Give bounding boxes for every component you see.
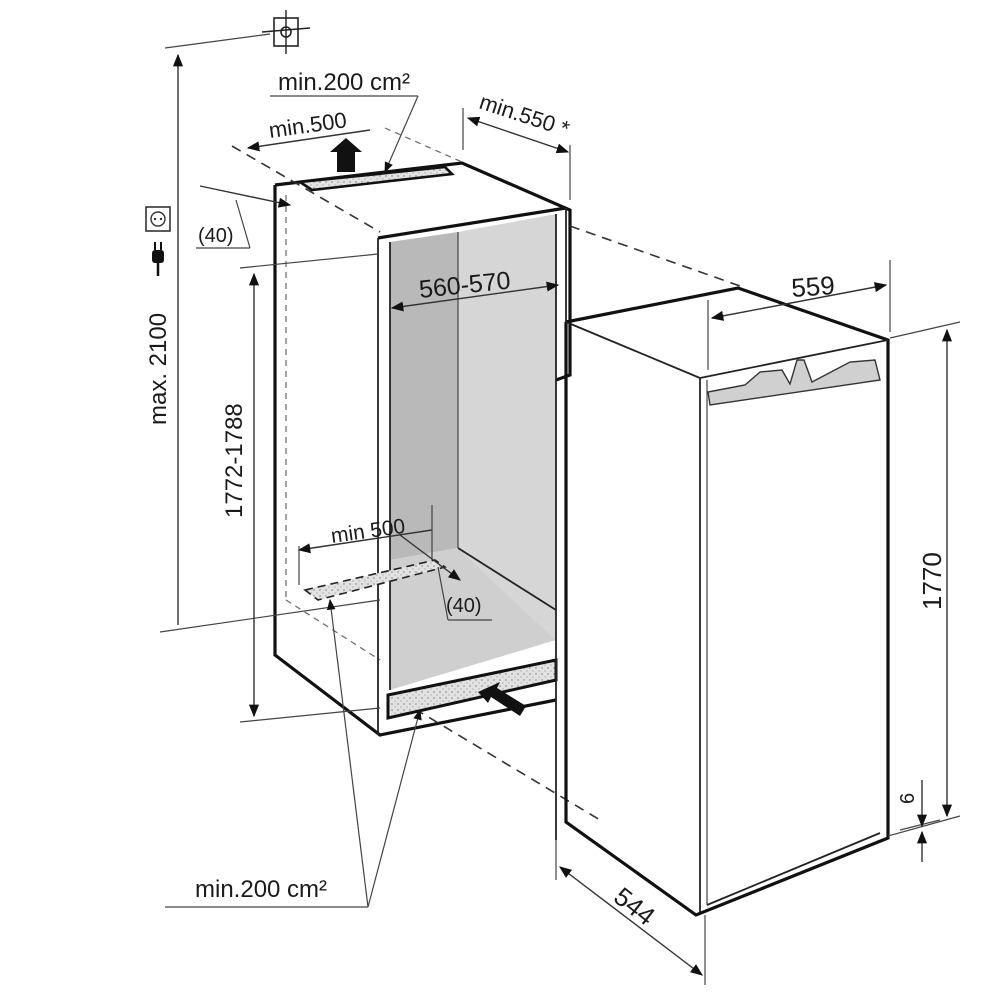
power-socket-icon: [145, 206, 171, 232]
top-vent-width-label: min.500: [267, 107, 348, 143]
appliance-height-label: 1770: [917, 552, 947, 610]
niche-height-label: 1772-1788: [221, 403, 248, 518]
appliance-depth-label: 544: [608, 881, 661, 931]
bottom-setback-label: (40): [446, 595, 482, 617]
bottom-rear-vent: [303, 559, 447, 601]
niche-back-wall: [458, 214, 556, 640]
niche-cabinet: [231, 127, 741, 821]
top-vent-slot: [296, 165, 455, 192]
power-plug-icon: [152, 242, 164, 276]
top-vent-area-label: min.200 cm²: [278, 69, 410, 96]
appliance-width-label: 559: [790, 270, 835, 303]
niche-floor: [390, 548, 556, 690]
appliance-vent-grille: [707, 359, 881, 406]
max-height-label: max. 2100: [145, 313, 172, 425]
air-outflow-arrow-icon: [330, 138, 362, 172]
dimension-lines: [159, 33, 961, 985]
bottom-vent-area-label: min.200 cm²: [195, 876, 327, 903]
air-intake-arrow-icon: [478, 682, 526, 716]
appliance: [555, 286, 890, 917]
niche-depth-label: min.550 *: [476, 89, 573, 142]
top-setback-label: (40): [198, 225, 234, 247]
plinth-gap-label: 6: [897, 793, 919, 804]
niche-left-wall: [390, 232, 458, 560]
ceiling-mount-icon: [261, 10, 311, 54]
